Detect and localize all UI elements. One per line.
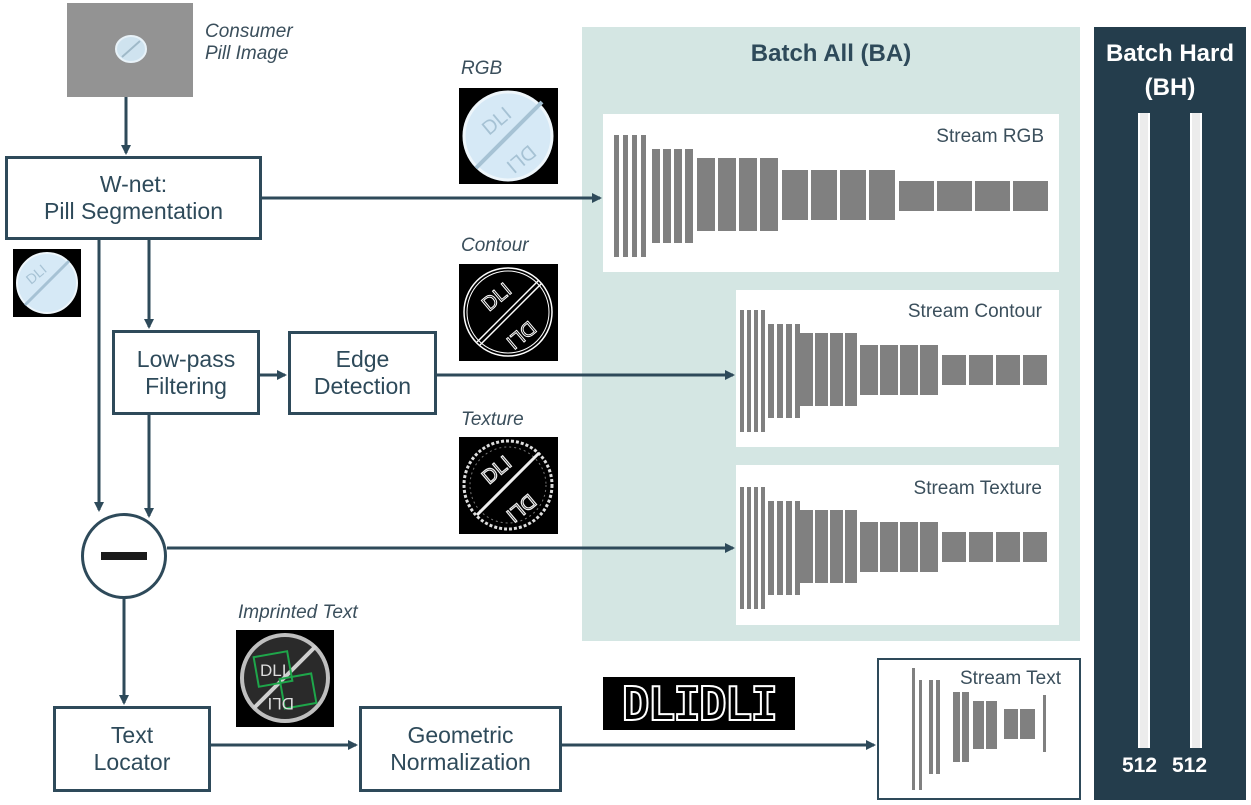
batch-hard-title: Batch Hard (BH)	[1105, 40, 1235, 101]
consumer-pill-image	[67, 3, 193, 97]
batch-hard-panel: Batch Hard (BH) 512 512	[1094, 27, 1246, 800]
stream-rgb-layers	[614, 135, 1048, 257]
stream-contour-label: Stream Contour	[907, 301, 1042, 322]
imprinted-pill-graphic: DLI DLI	[240, 633, 330, 723]
imprinted-caption: Imprinted Text	[238, 602, 358, 623]
embedding-dim-2: 512	[1172, 754, 1208, 777]
geometric-normalization-box: Geometric Normalization	[359, 706, 562, 792]
normalized-text-image: DLIDLI	[603, 676, 795, 732]
embedding-bar-1	[1138, 113, 1150, 748]
stream-texture-layers	[740, 487, 1047, 609]
stream-rgb-label: Stream RGB	[936, 126, 1044, 147]
rgb-thumbnail: DLI DLI	[459, 88, 558, 184]
consumer-caption: Consumer Pill Image	[205, 21, 293, 64]
batch-all-title: Batch All (BA)	[750, 40, 912, 67]
text-locator-box: Text Locator	[53, 706, 211, 792]
segmented-pill-thumbnail: DLI	[13, 249, 81, 317]
wnet-segmentation-box: W-net: Pill Segmentation	[5, 156, 262, 240]
stream-text-label: Stream Text	[959, 668, 1061, 689]
stream-text-layers	[912, 668, 1046, 790]
contour-pill-graphic: DLI DLI	[463, 267, 553, 357]
normalized-text: DLIDLI	[621, 676, 779, 732]
pill-photo-graphic	[67, 3, 193, 97]
stream-contour-layers	[740, 310, 1047, 432]
minus-icon	[101, 552, 147, 560]
segmented-pill-graphic: DLI	[16, 252, 78, 314]
embedding-bar-2	[1190, 113, 1202, 748]
contour-thumbnail: DLI DLI	[459, 264, 558, 361]
contour-caption: Contour	[461, 235, 529, 256]
texture-caption: Texture	[461, 409, 524, 430]
texture-pill-graphic: DLI DLI	[462, 439, 554, 531]
stream-texture-label: Stream Texture	[913, 478, 1042, 499]
imprinted-pill-text-2: DLI	[268, 694, 294, 713]
imprinted-thumbnail: DLI DLI	[236, 630, 334, 727]
imprinted-pill-text: DLI	[260, 661, 286, 680]
edge-detection-box: Edge Detection	[288, 331, 437, 415]
lowpass-filtering-box: Low-pass Filtering	[112, 330, 260, 415]
rgb-pill-graphic: DLI DLI	[462, 90, 554, 182]
texture-thumbnail: DLI DLI	[459, 437, 558, 534]
rgb-caption: RGB	[461, 58, 503, 79]
embedding-dim-1: 512	[1122, 754, 1158, 777]
subtract-node	[81, 513, 167, 599]
